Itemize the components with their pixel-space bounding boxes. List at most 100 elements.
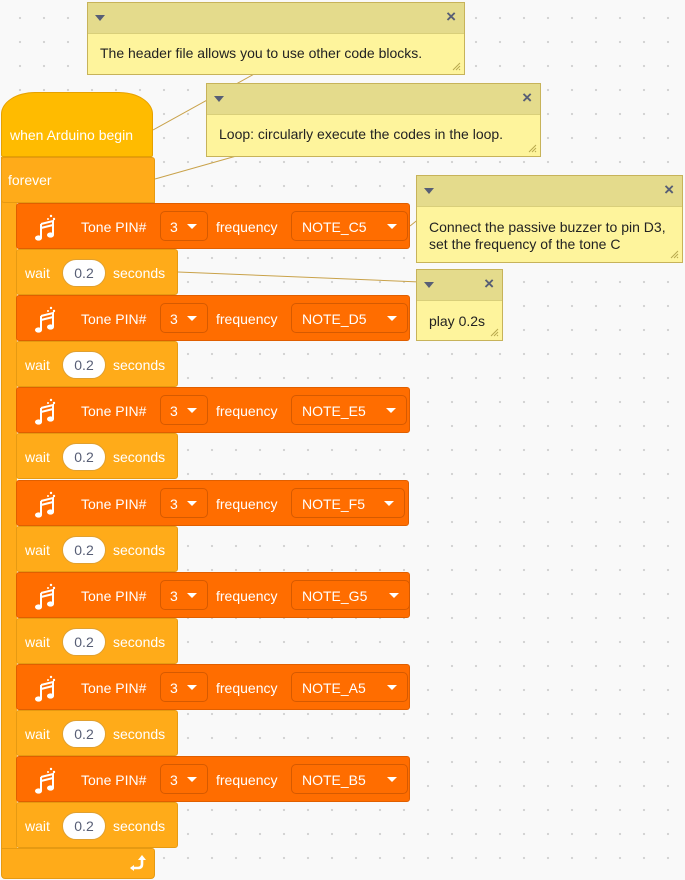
tone-block[interactable]: Tone PIN# 3 frequency NOTE_A5 xyxy=(16,664,410,710)
wait-seconds-input[interactable]: 0.2 xyxy=(62,628,106,656)
comment-text[interactable]: Loop: circularly execute the codes in th… xyxy=(219,126,504,142)
close-comment-icon[interactable]: × xyxy=(664,180,674,199)
frequency-label: frequency xyxy=(216,588,278,604)
dropdown-caret-icon xyxy=(389,593,399,598)
pin-dropdown[interactable]: 3 xyxy=(160,672,208,702)
music-note-icon xyxy=(35,398,56,425)
tone-block[interactable]: Tone PIN# 3 frequency NOTE_C5 xyxy=(16,203,410,249)
hat-block-label: when Arduino begin xyxy=(10,127,133,143)
pin-dropdown[interactable]: 3 xyxy=(160,488,208,518)
forever-block-label: forever xyxy=(8,172,52,188)
tone-pin-label: Tone PIN# xyxy=(81,311,147,327)
note-dropdown[interactable]: NOTE_B5 xyxy=(291,764,408,794)
dropdown-caret-icon xyxy=(384,501,394,506)
pin-dropdown[interactable]: 3 xyxy=(160,764,208,794)
frequency-label: frequency xyxy=(216,772,278,788)
forever-block-bottom[interactable] xyxy=(1,848,155,879)
comment-header-file[interactable]: × The header file allows you to use othe… xyxy=(87,2,465,75)
note-dropdown[interactable]: NOTE_D5 xyxy=(291,303,408,333)
dropdown-caret-icon xyxy=(387,777,397,782)
tone-block[interactable]: Tone PIN# 3 frequency NOTE_E5 xyxy=(16,387,410,433)
note-dropdown[interactable]: NOTE_F5 xyxy=(291,488,405,518)
comment-text[interactable]: Connect the passive buzzer to pin D3, se… xyxy=(429,219,666,252)
tone-block[interactable]: Tone PIN# 3 frequency NOTE_G5 xyxy=(16,572,410,618)
note-value: NOTE_B5 xyxy=(302,772,366,788)
dropdown-caret-icon xyxy=(187,224,197,229)
forever-block[interactable] xyxy=(1,157,155,203)
when-arduino-begin-block[interactable]: when Arduino begin xyxy=(1,92,153,157)
wait-seconds-input[interactable]: 0.2 xyxy=(62,536,106,564)
comment-play[interactable]: × play 0.2s xyxy=(416,269,503,341)
frequency-label: frequency xyxy=(216,680,278,696)
comment-title-bar[interactable]: × xyxy=(207,84,540,115)
frequency-label: frequency xyxy=(216,219,278,235)
wait-block[interactable]: wait 0.2 seconds xyxy=(16,618,178,664)
wait-block[interactable]: wait 0.2 seconds xyxy=(16,710,178,756)
wait-block[interactable]: wait 0.2 seconds xyxy=(16,433,178,479)
wait-block[interactable]: wait 0.2 seconds xyxy=(16,802,178,848)
wait-label: wait xyxy=(25,265,50,281)
comment-loop[interactable]: × Loop: circularly execute the codes in … xyxy=(206,83,541,157)
tone-block[interactable]: Tone PIN# 3 frequency NOTE_F5 xyxy=(16,480,409,526)
music-note-icon xyxy=(35,767,56,794)
tone-block[interactable]: Tone PIN# 3 frequency NOTE_D5 xyxy=(16,295,410,341)
resize-grip-icon[interactable] xyxy=(489,327,499,337)
comment-title-bar[interactable]: × xyxy=(417,270,502,301)
wait-label: wait xyxy=(25,542,50,558)
dropdown-caret-icon xyxy=(386,408,396,413)
wait-seconds-input[interactable]: 0.2 xyxy=(62,259,106,287)
resize-grip-icon[interactable] xyxy=(669,249,679,259)
comment-buzzer[interactable]: × Connect the passive buzzer to pin D3, … xyxy=(416,175,683,263)
tone-pin-label: Tone PIN# xyxy=(81,588,147,604)
tone-pin-label: Tone PIN# xyxy=(81,496,147,512)
dropdown-caret-icon xyxy=(187,501,197,506)
wait-seconds-input[interactable]: 0.2 xyxy=(62,351,106,379)
dropdown-caret-icon xyxy=(187,777,197,782)
frequency-label: frequency xyxy=(216,311,278,327)
seconds-label: seconds xyxy=(113,818,166,834)
pin-value: 3 xyxy=(170,680,178,696)
dropdown-caret-icon xyxy=(187,593,197,598)
wait-seconds-input[interactable]: 0.2 xyxy=(62,812,106,840)
wait-block[interactable]: wait 0.2 seconds xyxy=(16,249,178,295)
frequency-label: frequency xyxy=(216,403,278,419)
tone-block[interactable]: Tone PIN# 3 frequency NOTE_B5 xyxy=(16,756,410,802)
collapse-comment-icon[interactable] xyxy=(424,282,434,288)
dropdown-caret-icon xyxy=(387,316,397,321)
wait-seconds-input[interactable]: 0.2 xyxy=(62,443,106,471)
note-dropdown[interactable]: NOTE_G5 xyxy=(291,580,410,610)
comment-title-bar[interactable]: × xyxy=(417,176,682,207)
close-comment-icon[interactable]: × xyxy=(522,88,532,107)
wait-label: wait xyxy=(25,818,50,834)
note-dropdown[interactable]: NOTE_C5 xyxy=(291,211,408,241)
seconds-label: seconds xyxy=(113,357,166,373)
collapse-comment-icon[interactable] xyxy=(95,15,105,21)
note-dropdown[interactable]: NOTE_A5 xyxy=(291,672,408,702)
close-comment-icon[interactable]: × xyxy=(484,274,494,293)
forever-block-arm[interactable] xyxy=(1,157,17,857)
note-dropdown[interactable]: NOTE_E5 xyxy=(291,395,407,425)
collapse-comment-icon[interactable] xyxy=(424,188,434,194)
pin-dropdown[interactable]: 3 xyxy=(160,580,208,610)
pin-dropdown[interactable]: 3 xyxy=(160,303,208,333)
tone-pin-label: Tone PIN# xyxy=(81,403,147,419)
dropdown-caret-icon xyxy=(187,408,197,413)
wait-seconds-input[interactable]: 0.2 xyxy=(62,720,106,748)
comment-text[interactable]: The header file allows you to use other … xyxy=(100,45,423,61)
comment-title-bar[interactable]: × xyxy=(88,3,464,34)
pin-dropdown[interactable]: 3 xyxy=(160,395,208,425)
close-comment-icon[interactable]: × xyxy=(446,7,456,26)
wait-block[interactable]: wait 0.2 seconds xyxy=(16,526,178,572)
dropdown-caret-icon xyxy=(387,224,397,229)
comment-text[interactable]: play 0.2s xyxy=(429,313,486,329)
wait-block[interactable]: wait 0.2 seconds xyxy=(16,341,178,387)
collapse-comment-icon[interactable] xyxy=(214,96,224,102)
resize-grip-icon[interactable] xyxy=(451,61,461,71)
music-note-icon xyxy=(35,306,56,333)
pin-value: 3 xyxy=(170,219,178,235)
note-value: NOTE_E5 xyxy=(302,403,366,419)
resize-grip-icon[interactable] xyxy=(527,143,537,153)
dropdown-caret-icon xyxy=(387,685,397,690)
pin-dropdown[interactable]: 3 xyxy=(160,211,208,241)
